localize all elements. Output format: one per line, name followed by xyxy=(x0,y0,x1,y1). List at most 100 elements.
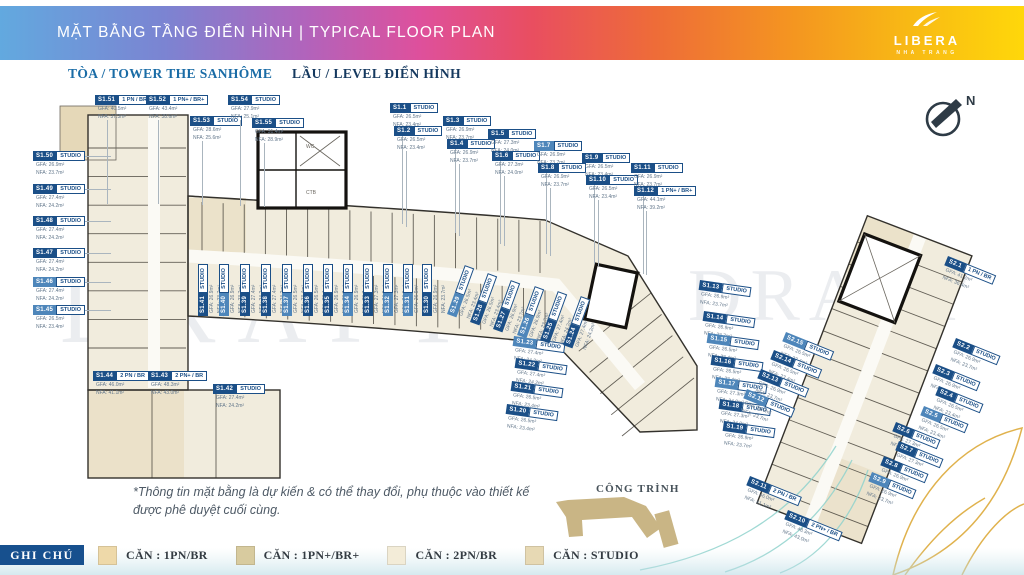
unit-nfa: NFA: 38.6m² xyxy=(149,113,178,120)
unit-gfa: GFA: 26.5m² xyxy=(585,164,614,170)
footnote: *Thông tin mặt bằng là dự kiến & có thể … xyxy=(133,484,529,519)
unit-type: STUDIO xyxy=(601,153,631,163)
leader-line xyxy=(240,120,241,206)
unit-gfa: GFA: 26.5m² xyxy=(293,284,299,313)
leader-line xyxy=(158,120,159,204)
unit-gfa: GFA: 26.9m² xyxy=(433,284,439,313)
unit-gfa: GFA: 27.9m² xyxy=(231,106,260,112)
site-plan-shape-tower xyxy=(654,510,679,548)
unit-type: STUDIO xyxy=(56,277,85,287)
unit-id: S1.35 xyxy=(323,292,333,316)
leader-line xyxy=(504,176,505,246)
unit-nfa: NFA: 23.4m² xyxy=(36,323,65,330)
unit-nfa: NFA: 37.3m² xyxy=(98,113,127,120)
unit-gfa: GFA: 27.3m² xyxy=(394,284,400,313)
unit-id: S1.50 xyxy=(33,151,57,161)
unit-gfa: GFA: 27.4m² xyxy=(272,284,278,313)
leader-line xyxy=(546,166,547,254)
unit-id: S1.12 xyxy=(634,186,658,196)
legend-label: CĂN : 2PN/BR xyxy=(415,547,498,562)
unit-nfa: NFA: 23.7m² xyxy=(440,284,447,313)
unit-type: STUDIO xyxy=(553,141,583,151)
leader-line xyxy=(402,128,403,224)
page-title: MẶT BẰNG TẦNG ĐIỂN HÌNH | TYPICAL FLOOR … xyxy=(57,24,496,41)
unit-type: STUDIO xyxy=(557,163,587,173)
unit-type: STUDIO xyxy=(343,264,353,293)
unit-id: S1.2 xyxy=(394,126,414,136)
leader-line xyxy=(84,310,111,311)
unit-id: S1.53 xyxy=(190,116,214,126)
unit-gfa: GFA: 27.3m² xyxy=(374,284,380,313)
tower-label: TÒA / TOWER THE SANHÔME xyxy=(68,66,273,81)
unit-id: S1.49 xyxy=(33,184,57,194)
legend-item: CĂN : 1PN+/BR+ xyxy=(235,545,360,565)
unit-type: STUDIO xyxy=(303,264,313,293)
unit-nfa: NFA: 24.2m² xyxy=(36,266,65,273)
unit-type: STUDIO xyxy=(219,264,229,293)
unit-gfa: GFA: 26.9m² xyxy=(209,284,215,313)
site-plan-label: CÔNG TRÌNH xyxy=(596,482,680,495)
unit-id: S1.30 xyxy=(422,292,432,316)
unit-type: STUDIO xyxy=(422,264,432,293)
unit-id: S1.48 xyxy=(33,216,57,226)
unit-nfa: NFA: 43.0m² xyxy=(151,389,180,396)
unit-id: S1.4 xyxy=(447,139,467,149)
unit-type: STUDIO xyxy=(383,264,393,293)
tower-s2 xyxy=(756,214,973,545)
leader-line xyxy=(459,164,460,236)
unit-gfa: GFA: 26.9m² xyxy=(446,127,475,133)
unit-type: STUDIO xyxy=(240,264,250,293)
watercolor-band xyxy=(0,548,1024,575)
elevator-core: WC CTB xyxy=(256,130,348,210)
unit-nfa: NFA: 25.1m² xyxy=(231,113,260,120)
unit-nfa: NFA: 23.4m² xyxy=(393,121,422,128)
unit-type: STUDIO xyxy=(462,116,492,126)
unit-id: S1.11 xyxy=(631,163,654,173)
unit-id: S1.45 xyxy=(33,305,57,315)
unit-nfa: NFA: 24.2m² xyxy=(36,202,65,209)
leader-line xyxy=(84,282,111,283)
site-plan-shape-main xyxy=(556,497,661,538)
unit-id: S1.3 xyxy=(443,116,463,126)
brand-subtitle: NHA TRANG xyxy=(896,50,958,56)
tower-s2-core xyxy=(836,231,923,325)
leader-line xyxy=(550,188,551,256)
unit-gfa: GFA: 26.9m² xyxy=(230,284,236,313)
leader-line xyxy=(598,200,599,266)
unit-id: S1.10 xyxy=(586,175,610,185)
unit-id: S1.52 xyxy=(146,95,170,105)
unit-type: STUDIO xyxy=(609,175,638,185)
unit-id: S1.46 xyxy=(33,277,57,287)
unit-type: STUDIO xyxy=(275,118,304,128)
unit-gfa: GFA: 26.5m² xyxy=(36,316,65,322)
footnote-line-1: *Thông tin mặt bằng là dự kiến & có thể … xyxy=(133,485,530,499)
unit-id: S1.55 xyxy=(252,118,276,128)
unit-nfa: NFA: 28.9m² xyxy=(255,136,284,143)
unit-type: STUDIO xyxy=(413,126,443,136)
unit-type: STUDIO xyxy=(198,264,208,293)
unit-id: S1.54 xyxy=(228,95,252,105)
unit-nfa: NFA: 23.4m² xyxy=(589,193,618,200)
unit-gfa: GFA: 44.1m² xyxy=(637,197,666,203)
north-label: N xyxy=(966,93,975,108)
unit-nfa: NFA: 39.2m² xyxy=(637,204,666,211)
unit-nfa: NFA: 23.7m² xyxy=(36,169,65,176)
unit-id: S1.33 xyxy=(363,292,373,316)
core-label-ctb: CTB xyxy=(306,190,317,196)
leader-line xyxy=(646,211,647,275)
